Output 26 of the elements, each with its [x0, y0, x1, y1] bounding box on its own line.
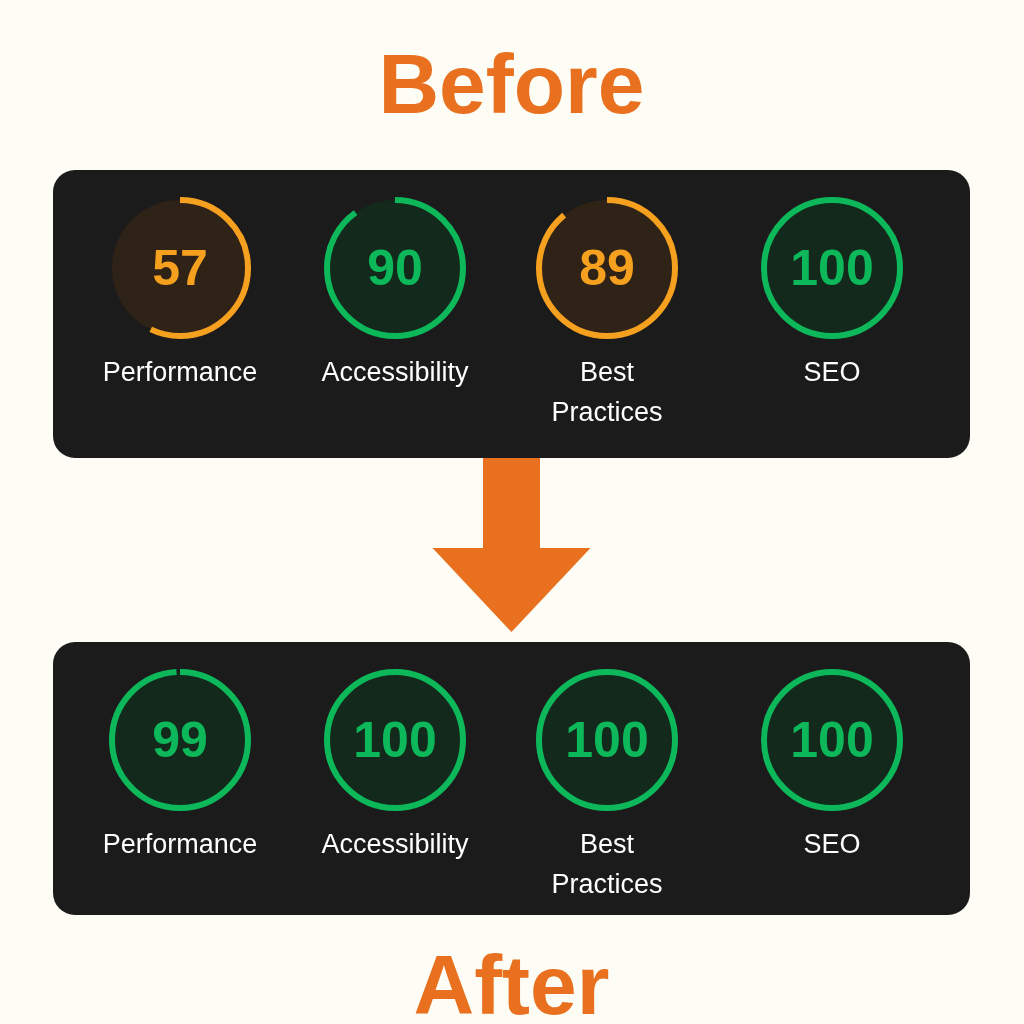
category-label: Performance: [101, 828, 259, 861]
arrow: [432, 458, 591, 632]
score-value: 90: [367, 243, 423, 293]
score-value: 100: [790, 715, 874, 765]
score-value: 99: [152, 715, 208, 765]
score-gauge: [323, 668, 467, 812]
score-value: 100: [790, 243, 874, 293]
heading: Before: [377, 42, 646, 126]
score-value: 57: [152, 243, 208, 293]
category-label: Best Practices: [550, 356, 664, 429]
score-gauge: [535, 668, 679, 812]
category-label: SEO: [802, 828, 862, 861]
category-label: Accessibility: [320, 828, 470, 861]
category-label: Best Practices: [550, 828, 664, 901]
score-value: 100: [353, 715, 437, 765]
score-gauge: [535, 196, 679, 340]
score-value: 89: [579, 243, 635, 293]
category-label: SEO: [802, 356, 862, 389]
score-gauge: [108, 668, 252, 812]
category-label: Performance: [101, 356, 259, 389]
category-label: Accessibility: [320, 356, 470, 389]
score-gauge: [760, 196, 904, 340]
score-gauge: [760, 668, 904, 812]
score-value: 100: [565, 715, 649, 765]
heading: After: [412, 943, 611, 1024]
score-gauge: [323, 196, 467, 340]
